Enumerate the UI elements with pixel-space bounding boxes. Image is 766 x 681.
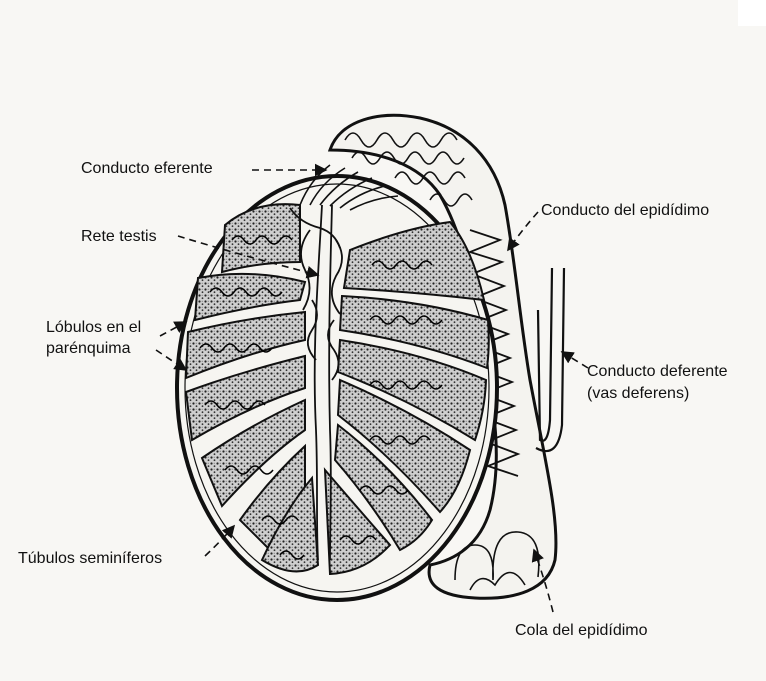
label-rete-testis: Rete testis [81,227,157,246]
label-epididymis-tail: Cola del epidídimo [515,621,648,640]
scan-corner [738,0,766,26]
label-lobules-line2: parénquima [46,339,131,358]
label-efferent-duct: Conducto eferente [81,159,213,178]
label-lobules-line1: Lóbulos en el [46,318,141,337]
leader-epididymal-duct [508,212,538,250]
vas-deferens [538,268,552,441]
label-seminiferous-tubules: Túbulos seminíferos [18,549,162,568]
label-vas-line2: (vas deferens) [587,384,689,403]
label-vas-line1: Conducto deferente [587,362,728,381]
leader-vas [562,352,588,368]
label-epididymal-duct: Conducto del epidídimo [541,201,709,220]
